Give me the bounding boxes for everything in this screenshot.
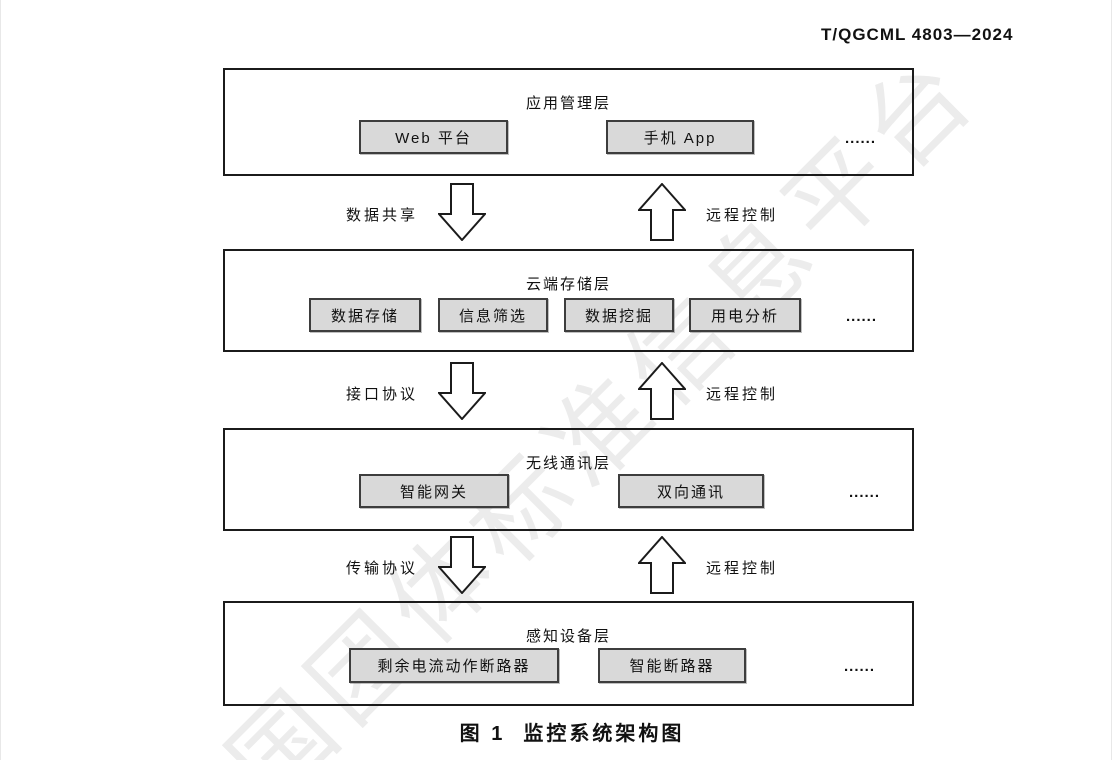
up-arrow-label: 远程控制	[706, 560, 779, 577]
up-arrow-label: 远程控制	[706, 207, 779, 224]
up-block-arrow-icon	[638, 183, 686, 241]
down-arrow-label: 传输协议	[346, 560, 419, 577]
layer-title: 无线通讯层	[525, 455, 611, 472]
layer-application-management: 应用管理层 Web 平台 手机 App ......	[223, 68, 914, 176]
figure-number: 图 1	[459, 723, 506, 745]
figure-caption: 图 1 监控系统架构图	[17, 717, 1111, 746]
connector-wireless-device: 传输协议 远程控制	[223, 536, 910, 594]
ellipsis-more: ......	[849, 484, 881, 501]
up-block-arrow-icon	[638, 536, 686, 594]
down-block-arrow-icon	[438, 536, 486, 594]
connector-cloud-wireless: 接口协议 远程控制	[223, 362, 910, 420]
layer-sensing-devices: 感知设备层 剩余电流动作断路器 智能断路器 ......	[223, 601, 914, 706]
down-block-arrow-icon	[438, 183, 486, 241]
up-arrow-label: 远程控制	[706, 386, 779, 403]
module-web-platform: Web 平台	[359, 120, 508, 154]
module-smart-gateway: 智能网关	[359, 474, 509, 508]
connector-app-cloud: 数据共享 远程控制	[223, 183, 910, 241]
down-arrow-label: 接口协议	[346, 386, 419, 403]
module-smart-breaker: 智能断路器	[598, 648, 746, 683]
module-info-filtering: 信息筛选	[438, 298, 548, 332]
module-mobile-app: 手机 App	[606, 120, 754, 154]
layer-title: 感知设备层	[525, 628, 611, 645]
layer-wireless-communication: 无线通讯层 智能网关 双向通讯 ......	[223, 428, 914, 531]
layer-title: 应用管理层	[525, 95, 611, 112]
module-residual-current-breaker: 剩余电流动作断路器	[349, 648, 559, 683]
down-block-arrow-icon	[438, 362, 486, 420]
module-power-analysis: 用电分析	[689, 298, 801, 332]
ellipsis-more: ......	[845, 130, 877, 147]
ellipsis-more: ......	[846, 308, 878, 325]
standard-code: T/QGCML 4803—2024	[821, 25, 1014, 44]
ellipsis-more: ......	[844, 658, 876, 675]
down-arrow-label: 数据共享	[346, 207, 419, 224]
figure-title: 监控系统架构图	[523, 723, 685, 745]
module-data-mining: 数据挖掘	[564, 298, 674, 332]
module-data-storage: 数据存储	[309, 298, 421, 332]
layer-title: 云端存储层	[525, 276, 611, 293]
module-two-way-comm: 双向通讯	[618, 474, 764, 508]
up-block-arrow-icon	[638, 362, 686, 420]
layer-cloud-storage: 云端存储层 数据存储 信息筛选 数据挖掘 用电分析 ......	[223, 249, 914, 352]
